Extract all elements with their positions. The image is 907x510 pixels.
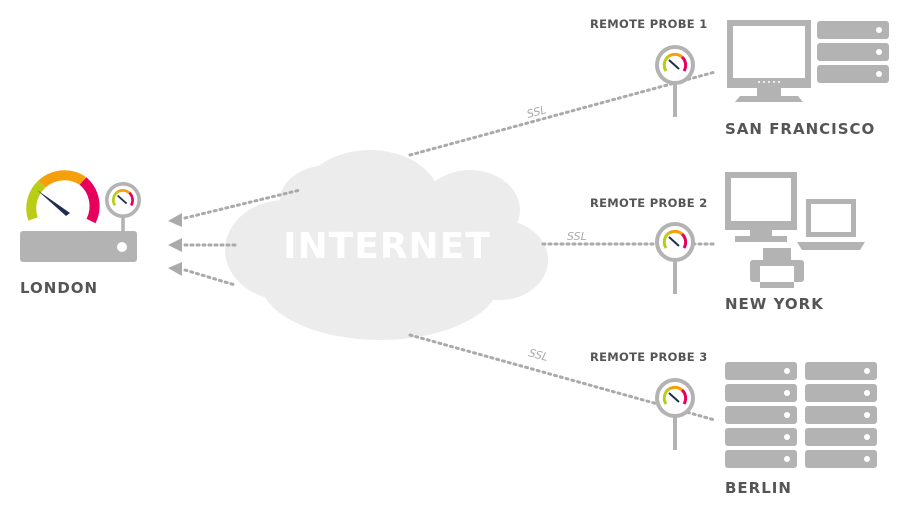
internet-cloud: INTERNET [225,150,548,340]
probe-label-2: REMOTE PROBE 2 [590,196,708,210]
berlin-server-racks [725,362,877,468]
server-rack-icon [817,21,889,83]
server-box-icon [20,231,137,262]
city-label-san-francisco: SAN FRANCISCO [725,120,875,138]
laptop-icon [797,199,865,250]
ssl-label-2: SSL [567,230,587,243]
remote-probe-3-icon [655,378,695,452]
ssl-label-1: SSL [525,103,547,121]
server-rack-icon [725,362,797,468]
desktop-monitor-icon [725,172,797,242]
probe-label-3: REMOTE PROBE 3 [590,350,708,364]
printer-icon [750,248,804,288]
arrowhead-icons [168,213,182,276]
ssl-label-3: SSL [527,346,549,364]
san-francisco-devices [727,20,889,102]
desktop-monitor-icon [727,20,811,102]
london-monitor-device [20,170,141,262]
probe-label-1: REMOTE PROBE 1 [590,17,708,31]
internet-label: INTERNET [283,226,491,267]
new-york-devices [725,172,865,288]
speedometer-icon [26,170,100,224]
city-label-berlin: BERLIN [725,479,792,497]
remote-probe-1-icon [655,45,695,119]
remote-probe-2-icon [655,222,695,296]
server-rack-icon [805,362,877,468]
city-label-new-york: NEW YORK [725,295,824,313]
city-label-london: LONDON [20,279,98,297]
